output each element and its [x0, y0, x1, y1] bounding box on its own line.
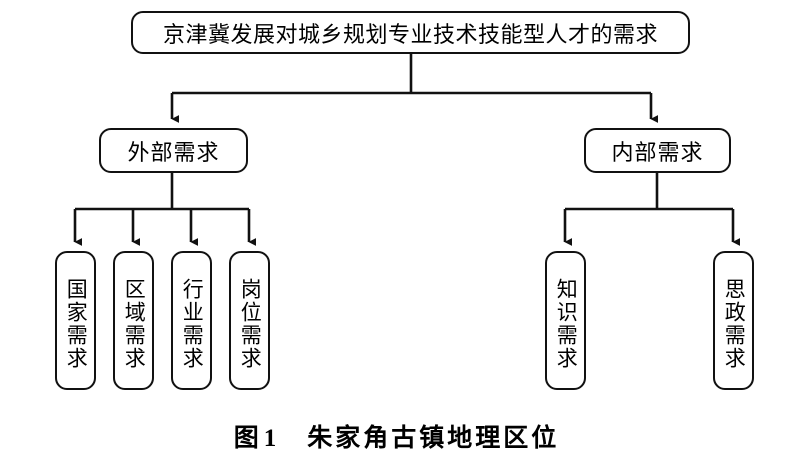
node-root-demand: 京津冀发展对城乡规划专业技术技能型人才的需求	[131, 11, 690, 54]
node-internal-demand: 内部需求	[584, 128, 731, 173]
root-to-level2-connector	[170, 54, 658, 123]
internal-to-children-connector	[563, 173, 740, 246]
external-to-children-connector	[73, 173, 256, 246]
node-position-demand: 岗位需求	[229, 251, 270, 390]
node-national-demand: 国家需求	[55, 251, 96, 390]
caption-number: 1	[263, 425, 278, 452]
node-knowledge-demand: 知识需求	[545, 251, 586, 390]
node-regional-demand: 区域需求	[113, 251, 154, 390]
node-external-demand: 外部需求	[99, 128, 248, 173]
caption-label-prefix: 图	[233, 425, 260, 452]
node-industry-demand: 行业需求	[171, 251, 212, 390]
node-ideology-demand: 思政需求	[713, 251, 754, 390]
caption-title: 朱家角古镇地理区位	[307, 425, 560, 452]
